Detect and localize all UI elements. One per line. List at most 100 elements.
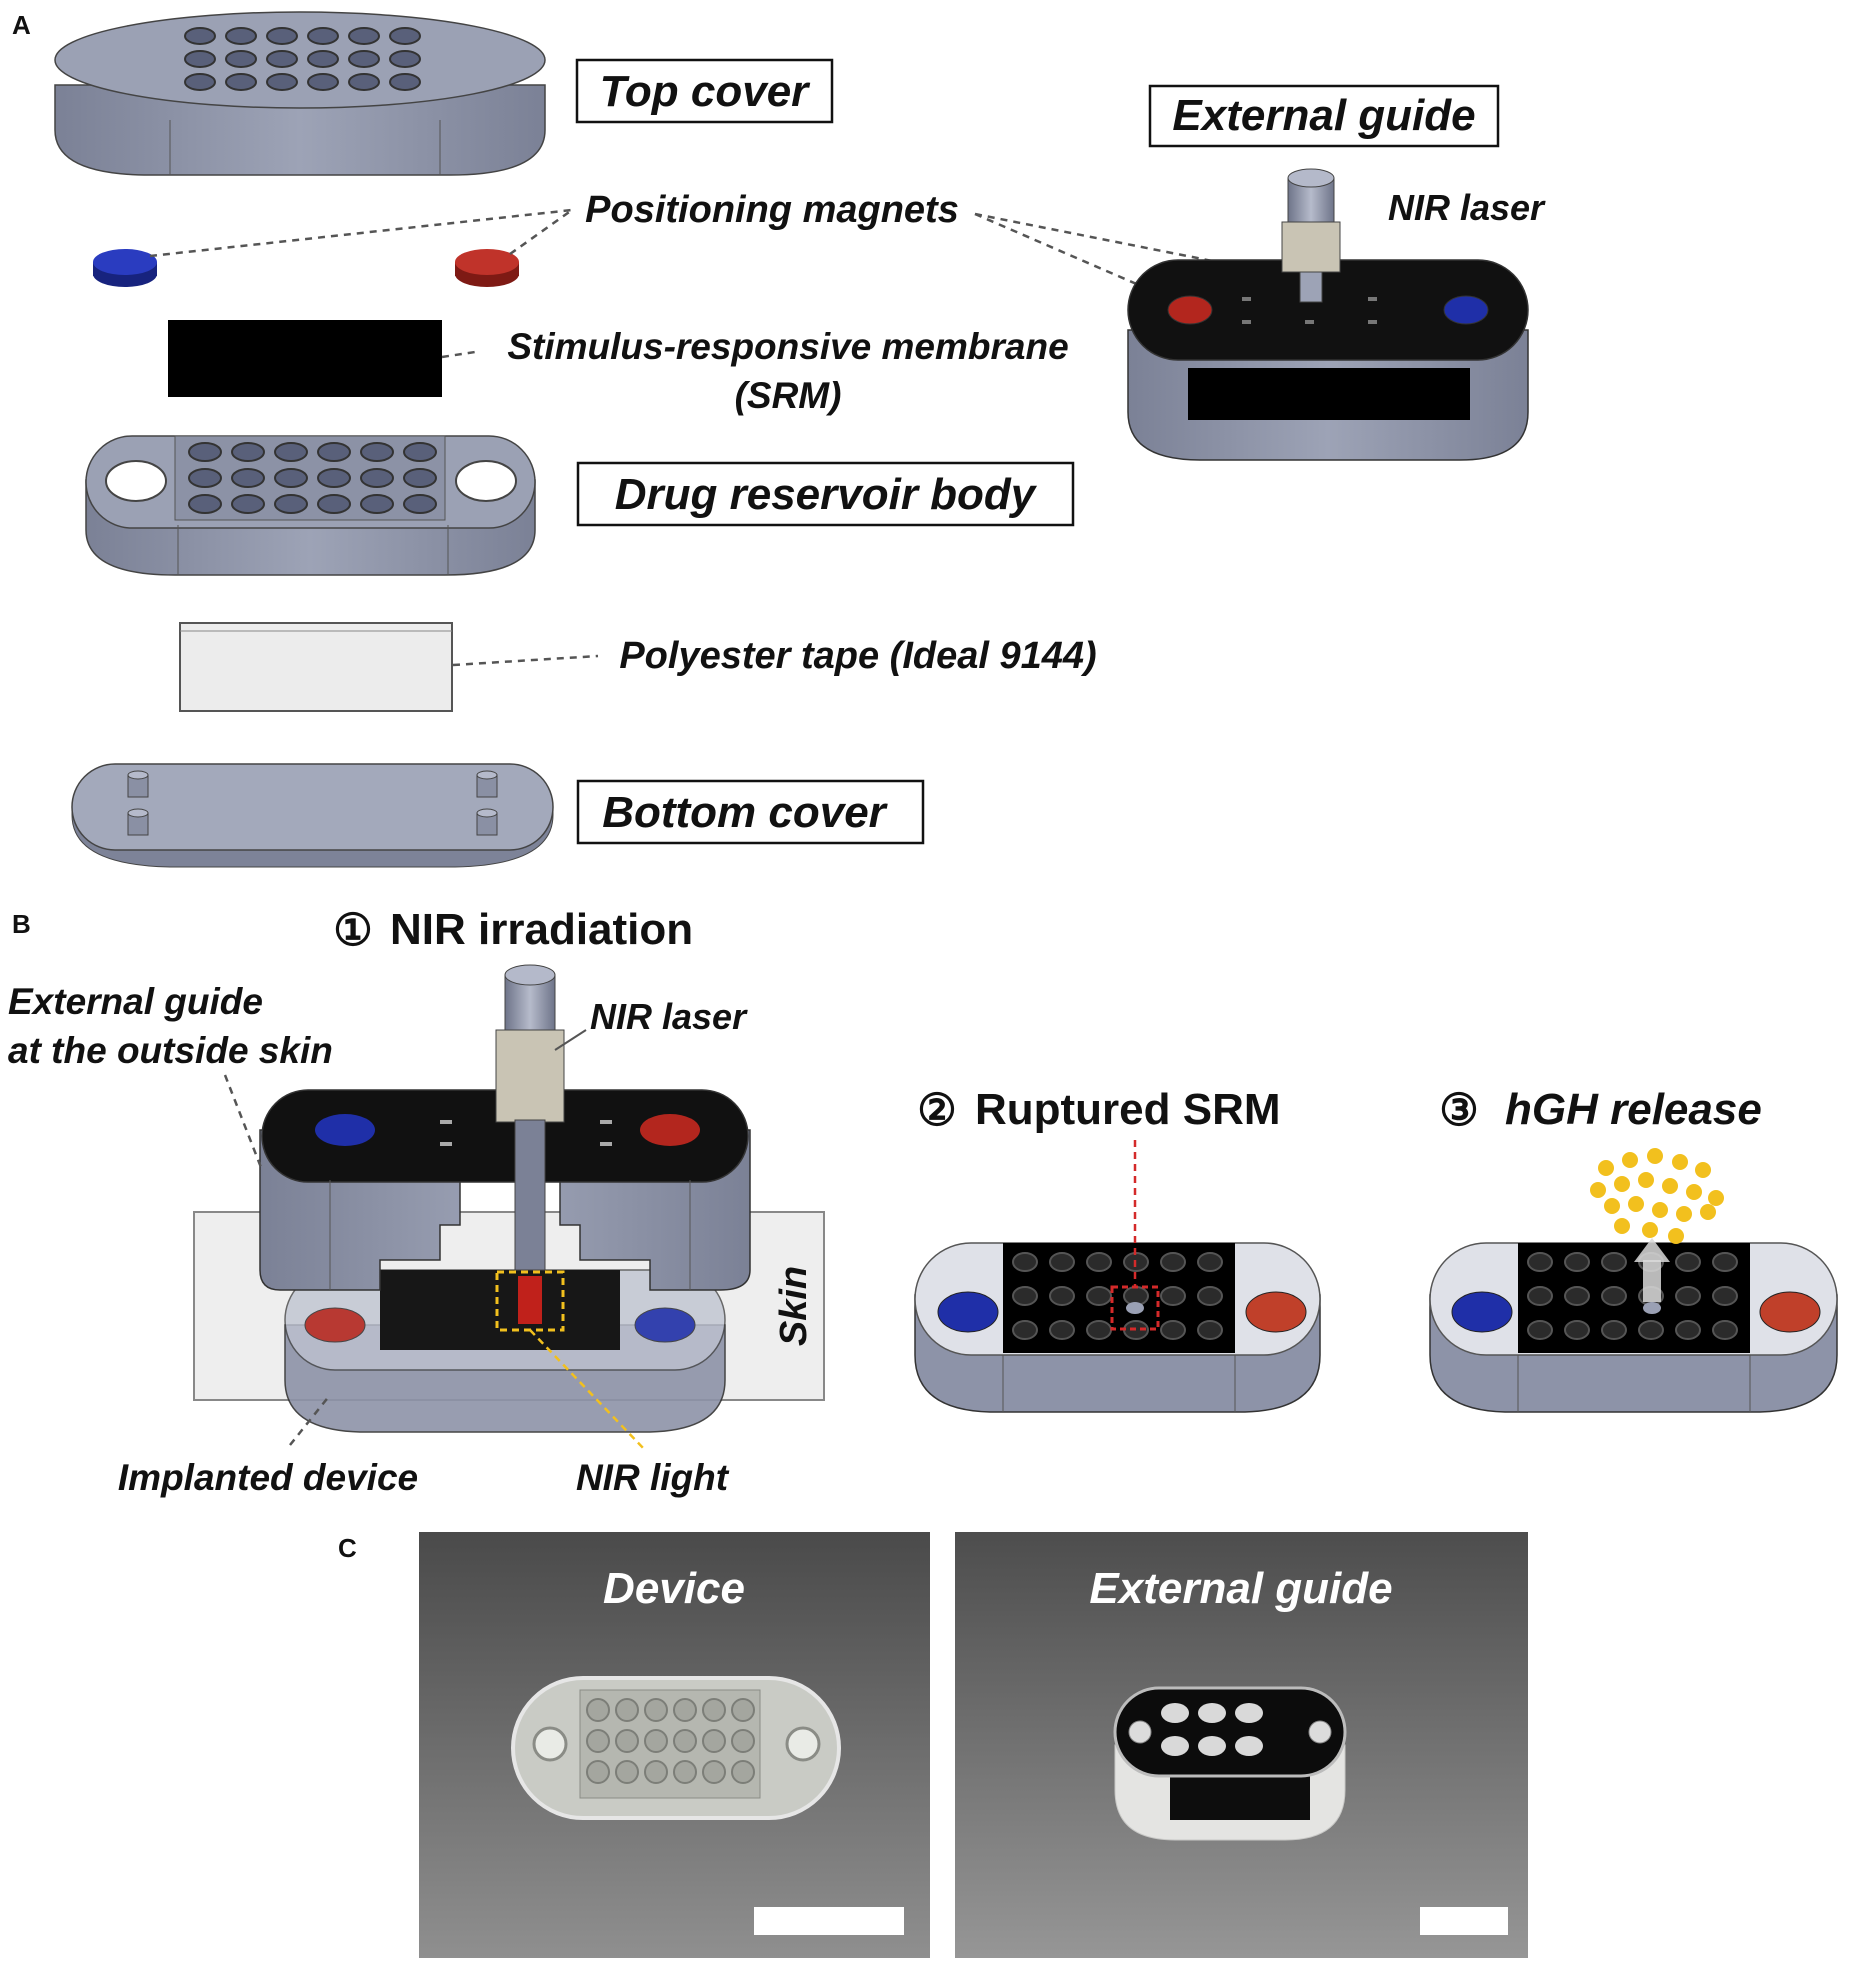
top-cover-hole	[307, 27, 339, 45]
reservoir-well	[274, 468, 308, 488]
hgh-particle	[1695, 1162, 1711, 1178]
implanted-device-drawing	[284, 1269, 726, 1433]
reservoir-well	[403, 468, 437, 488]
reservoir-well	[274, 494, 308, 514]
external-guide-label-a: External guide	[1172, 91, 1475, 140]
hgh-particle	[1662, 1178, 1678, 1194]
reservoir-well	[317, 494, 351, 514]
top-cover-hole	[389, 27, 421, 45]
hgh-particles	[1590, 1148, 1724, 1244]
photo-well	[615, 1729, 639, 1753]
tape-leader	[452, 654, 599, 667]
external-guide-b-leader	[223, 1074, 264, 1171]
device-photo	[419, 1532, 930, 1958]
reservoir-well	[231, 494, 265, 514]
hgh-particle	[1614, 1176, 1630, 1192]
srm-well	[1564, 1320, 1590, 1340]
photo-well	[731, 1729, 755, 1753]
ruptured-srm-device	[914, 1242, 1321, 1413]
guide-photo-holes	[1161, 1703, 1263, 1756]
top-cover-label-box	[575, 58, 834, 124]
hgh-particle	[1686, 1184, 1702, 1200]
srm-well	[1712, 1286, 1738, 1306]
hgh-particle	[1676, 1206, 1692, 1222]
hgh-particle	[1622, 1152, 1638, 1168]
photo-well	[702, 1698, 726, 1722]
srm-label-line2: (SRM)	[735, 375, 842, 416]
photo-well	[644, 1760, 668, 1784]
top-cover-label: Top cover	[600, 67, 812, 116]
device-photo-wells	[586, 1698, 755, 1784]
scale-bar-device	[754, 1907, 904, 1935]
top-cover-hole	[348, 27, 380, 45]
reservoir-well	[188, 468, 222, 488]
srm-well	[1012, 1286, 1038, 1306]
step2-number: ②	[917, 1086, 956, 1135]
srm-well	[1160, 1286, 1186, 1306]
srm-well	[1564, 1252, 1590, 1272]
srm-well	[1675, 1252, 1701, 1272]
srm-well	[1675, 1286, 1701, 1306]
bottom-cover-drawing	[71, 763, 554, 868]
srm-well	[1049, 1252, 1075, 1272]
external-guide-drawing-a	[1127, 168, 1529, 461]
srm-well	[1086, 1252, 1112, 1272]
red-magnet-a	[455, 249, 519, 287]
external-guide-photo	[955, 1532, 1528, 1958]
srm-leader	[441, 350, 476, 359]
external-guide-b-line1: External guide	[8, 981, 263, 1022]
srm-well	[1527, 1286, 1553, 1306]
reservoir-wells	[188, 442, 437, 514]
step1-title: NIR irradiation	[390, 905, 693, 954]
top-cover-hole	[389, 50, 421, 68]
top-cover-hole	[307, 50, 339, 68]
bottom-cover-pins	[127, 770, 498, 836]
nir-laser-label-a: NIR laser	[1388, 187, 1546, 228]
srm-well	[1160, 1320, 1186, 1340]
magnet-leader-left	[149, 208, 573, 258]
photo-well	[644, 1698, 668, 1722]
hgh-particle	[1700, 1204, 1716, 1220]
hgh-particle	[1614, 1218, 1630, 1234]
nir-laser-b-leader	[554, 1029, 587, 1051]
step2-title: Ruptured SRM	[975, 1085, 1281, 1134]
hgh-particle	[1668, 1228, 1684, 1244]
panel-label-b: B	[12, 909, 31, 939]
hgh-particle	[1642, 1222, 1658, 1238]
nir-light-label: NIR light	[576, 1457, 730, 1498]
srm-well	[1527, 1320, 1553, 1340]
step3-number: ③	[1439, 1086, 1478, 1135]
hgh-release-wells	[1527, 1252, 1738, 1340]
hgh-particle	[1672, 1154, 1688, 1170]
srm-well	[1086, 1286, 1112, 1306]
drug-reservoir-label: Drug reservoir body	[615, 470, 1038, 519]
srm-well	[1675, 1320, 1701, 1340]
blue-magnet-a	[93, 249, 157, 287]
srm-well	[1049, 1320, 1075, 1340]
implanted-device-leader	[289, 1394, 331, 1446]
srm-well	[1197, 1320, 1223, 1340]
srm-well	[1012, 1320, 1038, 1340]
top-cover-hole	[225, 50, 257, 68]
top-cover-hole	[225, 73, 257, 91]
reservoir-well	[403, 442, 437, 462]
top-cover-hole	[348, 50, 380, 68]
photo-well	[673, 1760, 697, 1784]
top-cover-hole	[266, 73, 298, 91]
top-cover-drawing	[54, 11, 546, 176]
photo-well	[586, 1760, 610, 1784]
top-cover-hole	[389, 73, 421, 91]
polyester-tape-label: Polyester tape (Ideal 9144)	[619, 635, 1096, 677]
srm-well	[1601, 1320, 1627, 1340]
photo-well	[702, 1760, 726, 1784]
external-guide-label-box	[1148, 84, 1500, 148]
srm-well	[1638, 1320, 1664, 1340]
hgh-particle	[1598, 1160, 1614, 1176]
srm-membrane	[168, 320, 442, 397]
reservoir-well	[360, 494, 394, 514]
srm-well	[1601, 1286, 1627, 1306]
top-cover-hole	[184, 73, 216, 91]
reservoir-well	[188, 494, 222, 514]
implanted-device-label: Implanted device	[118, 1457, 418, 1498]
